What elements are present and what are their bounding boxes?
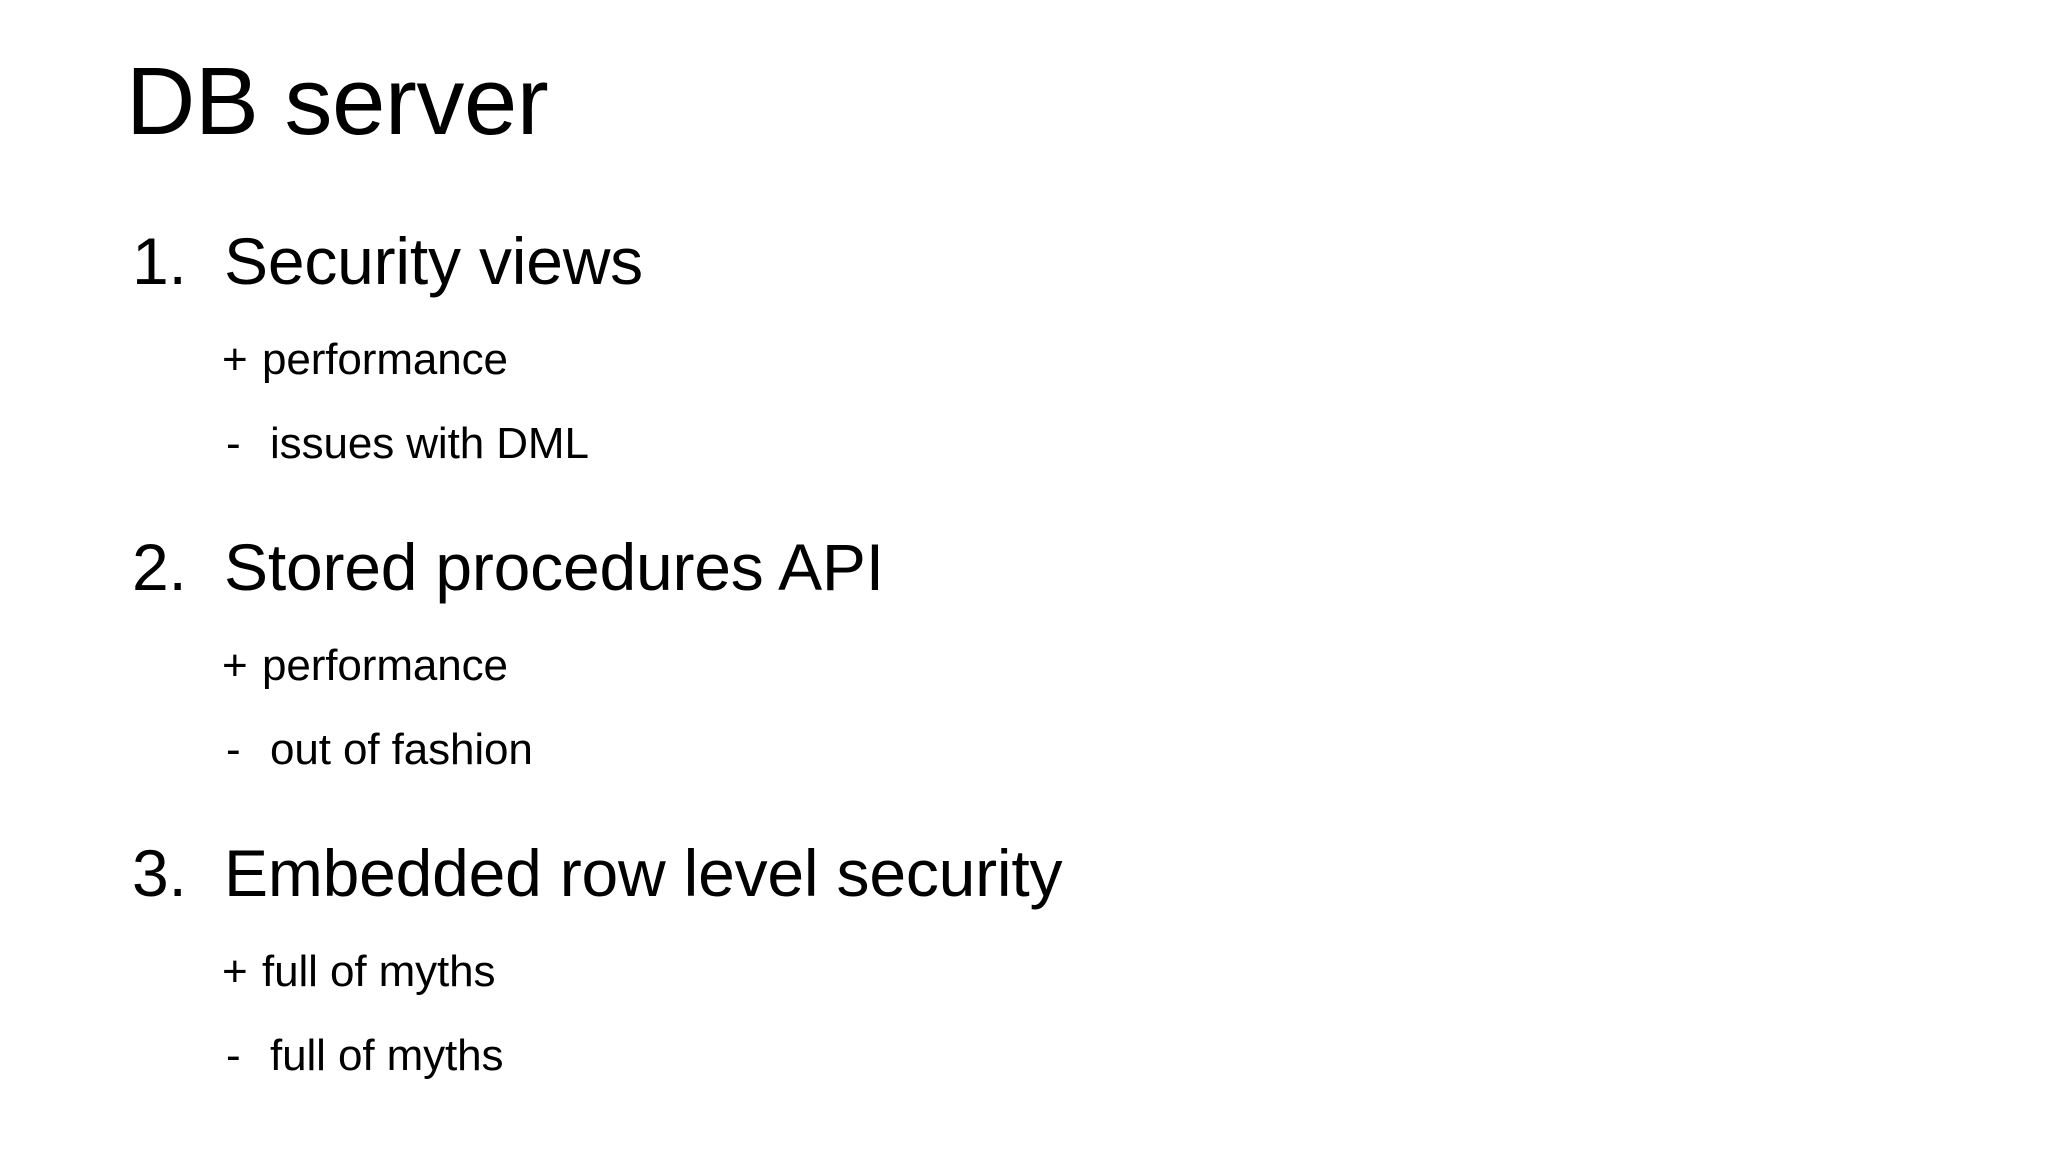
slide-title: DB server: [126, 48, 549, 155]
sub-bullet-text: full of myths: [270, 1031, 504, 1080]
sub-bullet-list: + performance - issues with DML: [0, 338, 2048, 506]
list-item-text: Embedded row level security: [224, 836, 1063, 910]
sub-bullet-item: - issues with DML: [0, 422, 2048, 506]
plus-marker-icon: +: [222, 641, 248, 690]
list-item: 3. Embedded row level security + full of…: [0, 840, 2048, 1118]
list-item-heading: 2. Stored procedures API: [0, 534, 2048, 638]
list-item-text: Security views: [224, 224, 643, 298]
list-item-number: 2.: [132, 530, 187, 604]
sub-bullet-text: out of fashion: [270, 725, 533, 774]
list-item-number: 3.: [132, 836, 187, 910]
sub-bullet-list: + performance - out of fashion: [0, 644, 2048, 812]
sub-bullet-item: - out of fashion: [0, 728, 2048, 812]
sub-bullet-text: issues with DML: [270, 419, 589, 468]
list-item-number: 1.: [132, 224, 187, 298]
sub-bullet-item: + performance: [0, 644, 2048, 728]
list-item-heading: 1. Security views: [0, 228, 2048, 332]
sub-bullet-list: + full of myths - full of myths: [0, 950, 2048, 1118]
sub-bullet-item: + full of myths: [0, 950, 2048, 1034]
list-item: 2. Stored procedures API + performance -…: [0, 534, 2048, 812]
sub-bullet-text: full of myths: [262, 947, 496, 996]
list-item-text: Stored procedures API: [224, 530, 884, 604]
numbered-list: 1. Security views + performance - issues…: [0, 228, 2048, 1118]
minus-marker-icon: -: [226, 419, 241, 468]
sub-bullet-item: + performance: [0, 338, 2048, 422]
sub-bullet-text: performance: [262, 335, 508, 384]
minus-marker-icon: -: [226, 725, 241, 774]
list-item: 1. Security views + performance - issues…: [0, 228, 2048, 506]
plus-marker-icon: +: [222, 335, 248, 384]
minus-marker-icon: -: [226, 1031, 241, 1080]
sub-bullet-text: performance: [262, 641, 508, 690]
plus-marker-icon: +: [222, 947, 248, 996]
list-item-heading: 3. Embedded row level security: [0, 840, 2048, 944]
sub-bullet-item: - full of myths: [0, 1034, 2048, 1118]
